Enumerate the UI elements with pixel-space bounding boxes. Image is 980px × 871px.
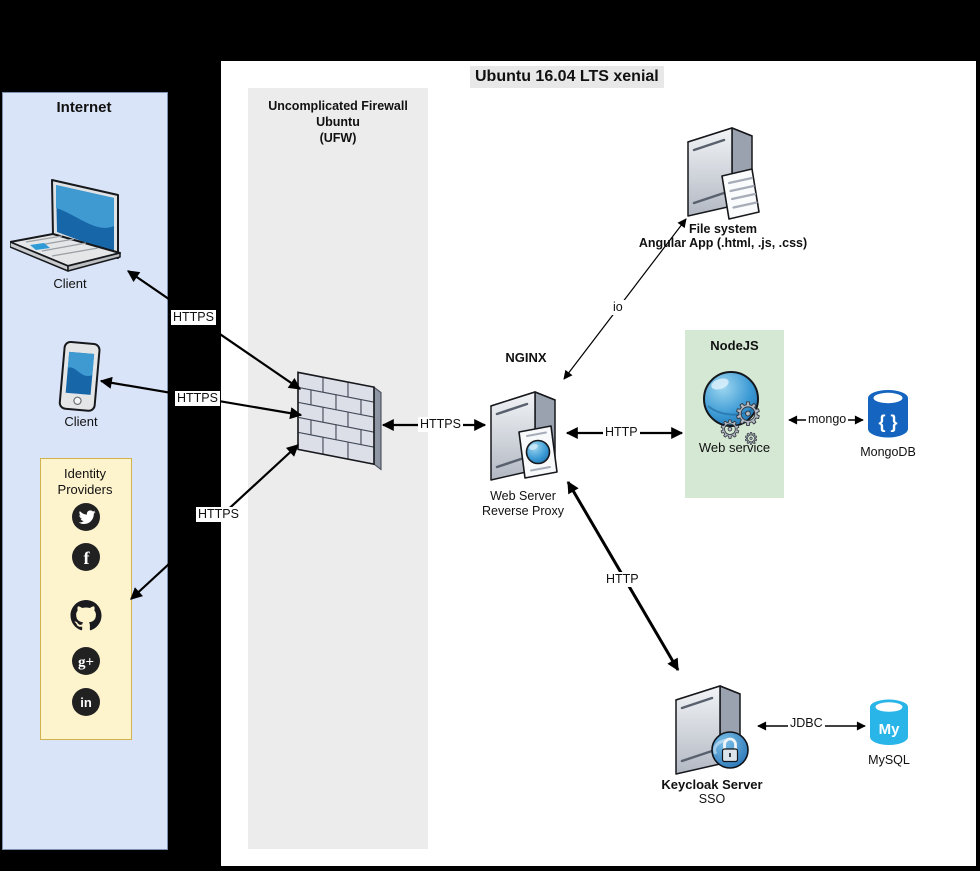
nginx-title: NGINX (505, 350, 547, 365)
keycloak-server-icon (674, 684, 749, 776)
ufw-title-line1: Uncomplicated Firewall (268, 99, 408, 113)
nginx-label: Web Server Reverse Proxy (469, 489, 577, 519)
mongodb-database-icon: { } (868, 390, 908, 438)
svg-text:⚙: ⚙ (734, 395, 763, 433)
edge-label-idp-https: HTTPS (196, 507, 241, 522)
linkedin-icon: in (72, 688, 100, 716)
nginx-server-icon (489, 390, 558, 482)
svg-text:⚙: ⚙ (744, 429, 758, 448)
svg-text:⚙: ⚙ (719, 415, 741, 444)
internet-zone-title: Internet (56, 99, 112, 116)
angular-app-label: Angular App (.html, .js, .css) (638, 236, 808, 250)
idp-title-line1: Identity (64, 466, 106, 481)
mysql-database-icon: My (870, 699, 908, 745)
edge-label-jdbc: JDBC (788, 716, 825, 731)
twitter-icon (72, 503, 100, 531)
mysql-label: MySQL (868, 753, 910, 767)
globe-with-gears-icon: ⚙ ⚙ ⚙ (703, 371, 763, 448)
web-service-label: Web service (698, 440, 771, 455)
edge-label-laptop-https: HTTPS (171, 310, 216, 325)
nginx-label-line1: Web Server (490, 489, 556, 503)
edge-label-io: io (611, 300, 625, 315)
ufw-title-line3: (UFW) (319, 131, 357, 145)
svg-text:My: My (879, 721, 900, 738)
nodejs-zone-title: NodeJS (710, 338, 759, 353)
edge-label-nginx-keycloak-http: HTTP (604, 572, 641, 587)
googleplus-icon: g+ (72, 647, 100, 675)
edge-label-phone-https: HTTPS (175, 391, 220, 406)
smartphone-icon (58, 340, 101, 412)
facebook-icon: f (72, 543, 100, 571)
svg-text:g+: g+ (78, 655, 94, 671)
mongodb-label: MongoDB (860, 445, 916, 459)
keycloak-sso-label: SSO (698, 792, 726, 806)
file-system-label: File system (688, 222, 758, 236)
file-system-server-icon (686, 126, 760, 220)
ufw-title-line2: Ubuntu (316, 115, 360, 129)
svg-text:{ }: { } (878, 412, 897, 432)
svg-text:f: f (84, 548, 91, 568)
phone-client-label: Client (64, 414, 98, 429)
identity-providers-box: f g+ in (40, 458, 132, 740)
nginx-label-line2: Reverse Proxy (482, 504, 564, 518)
edge-label-mongo: mongo (806, 412, 849, 427)
brick-wall-icon (297, 371, 382, 471)
identity-providers-title: Identity Providers (40, 466, 130, 498)
keycloak-label: Keycloak Server (661, 777, 763, 792)
edge-label-nginx-nodejs-http: HTTP (603, 425, 640, 440)
github-icon (70, 600, 102, 631)
ufw-zone-title: Uncomplicated Firewall Ubuntu (UFW) (248, 98, 428, 146)
svg-text:in: in (80, 695, 92, 710)
laptop-client-label: Client (53, 276, 87, 291)
idp-title-line2: Providers (57, 482, 113, 497)
ubuntu-zone-title: Ubuntu 16.04 LTS xenial (470, 66, 664, 88)
laptop-icon (10, 179, 121, 272)
edge-label-firewall-nginx-https: HTTPS (418, 417, 463, 432)
